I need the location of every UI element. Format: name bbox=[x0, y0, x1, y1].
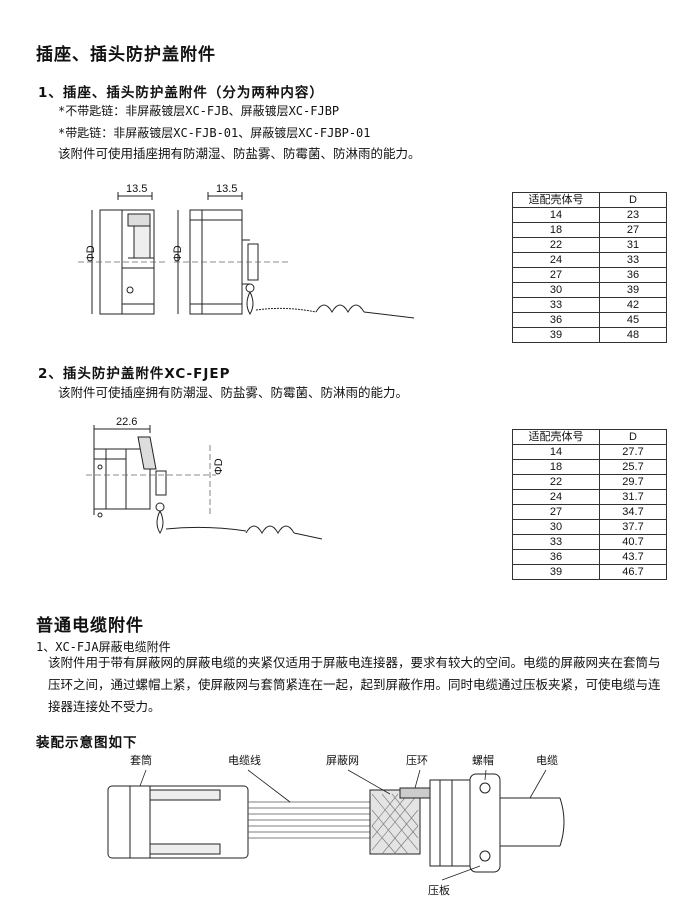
dim-left: 13.5 bbox=[126, 183, 147, 195]
item2-heading: 2、插头防护盖附件XC-FJEP bbox=[38, 366, 231, 382]
table-cell: 37.7 bbox=[599, 519, 667, 535]
table-header-cell: D bbox=[599, 429, 667, 445]
table-cell: 40.7 bbox=[599, 534, 667, 550]
label-sleeve: 套筒 bbox=[130, 753, 152, 767]
table-cell: 36 bbox=[512, 312, 600, 328]
label-ring: 压环 bbox=[406, 754, 428, 767]
table-cell: 14 bbox=[512, 207, 600, 223]
phi-left: ΦD bbox=[85, 245, 97, 262]
table-cell: 39 bbox=[512, 327, 600, 343]
label-wire: 电缆线 bbox=[228, 753, 261, 767]
section-title-cable-accessory: 普通电缆附件 bbox=[36, 616, 144, 636]
item1-heading: 1、插座、插头防护盖附件（分为两种内容） bbox=[38, 85, 324, 101]
assembly-drawing: 套筒 电缆线 屏蔽网 压环 螺帽 电缆 压板 bbox=[107, 753, 565, 897]
item2-description: 该附件可使插座拥有防潮湿、防盐雾、防霉菌、防淋雨的能力。 bbox=[58, 385, 409, 400]
table-cell: 27 bbox=[599, 222, 667, 238]
table-cell: 34.7 bbox=[599, 504, 667, 520]
cover-drawing-2: 22.6 ΦD bbox=[86, 416, 323, 540]
label-plate: 压板 bbox=[428, 883, 450, 897]
table-header-cell: D bbox=[599, 192, 667, 208]
table-cell: 33 bbox=[512, 534, 600, 550]
table-cell: 48 bbox=[599, 327, 667, 343]
table-cell: 31 bbox=[599, 237, 667, 253]
phi-right: ΦD bbox=[172, 245, 184, 262]
table-cell: 36 bbox=[599, 267, 667, 283]
table-cell: 29.7 bbox=[599, 474, 667, 490]
table-cell: 27.7 bbox=[599, 444, 667, 460]
table-cell: 39 bbox=[599, 282, 667, 298]
item1-line-with-chain: *带匙链：非屏蔽镀层XC-FJB-01、屏蔽镀层XC-FJBP-01 bbox=[58, 126, 371, 140]
table-cell: 18 bbox=[512, 459, 600, 475]
phi-d: ΦD bbox=[213, 458, 225, 475]
label-shield: 屏蔽网 bbox=[326, 754, 359, 767]
table-cell: 14 bbox=[512, 444, 600, 460]
table-cell: 33 bbox=[599, 252, 667, 268]
table-cell: 22 bbox=[512, 237, 600, 253]
table-cell: 30 bbox=[512, 282, 600, 298]
table-cell: 45 bbox=[599, 312, 667, 328]
label-nut: 螺帽 bbox=[472, 754, 494, 767]
item1-line-no-chain: *不带匙链：非屏蔽镀层XC-FJB、屏蔽镀层XC-FJBP bbox=[58, 104, 340, 118]
table-cell: 27 bbox=[512, 267, 600, 283]
table-cell: 18 bbox=[512, 222, 600, 238]
cable-item1-heading: 1、XC-FJA屏蔽电缆附件 bbox=[36, 640, 171, 654]
table-cell: 23 bbox=[599, 207, 667, 223]
table-cell: 24 bbox=[512, 252, 600, 268]
table-cell: 30 bbox=[512, 519, 600, 535]
table-cell: 36 bbox=[512, 549, 600, 565]
table-cell: 22 bbox=[512, 474, 600, 490]
item1-description: 该附件可使用插座拥有防潮湿、防盐雾、防霉菌、防淋雨的能力。 bbox=[58, 146, 421, 161]
table-cell: 24 bbox=[512, 489, 600, 505]
label-cable: 电缆 bbox=[536, 754, 558, 767]
table-cell: 39 bbox=[512, 564, 600, 580]
cover-drawing-1: 13.5 13.5 ΦD ΦD bbox=[78, 183, 415, 319]
table-cell: 25.7 bbox=[599, 459, 667, 475]
table-cell: 31.7 bbox=[599, 489, 667, 505]
cable-description: 该附件用于带有屏蔽网的屏蔽电缆的夹紧仅适用于屏蔽电连接器，要求有较大的空间。电缆… bbox=[48, 655, 661, 714]
table-cell: 33 bbox=[512, 297, 600, 313]
table-header-cell: 适配壳体号 bbox=[512, 192, 600, 208]
table-cell: 42 bbox=[599, 297, 667, 313]
table-cell: 27 bbox=[512, 504, 600, 520]
dim-22-6: 22.6 bbox=[116, 416, 137, 428]
assembly-title: 装配示意图如下 bbox=[36, 735, 138, 751]
dim-right: 13.5 bbox=[216, 183, 237, 195]
table-cell: 43.7 bbox=[599, 549, 667, 565]
table-header-cell: 适配壳体号 bbox=[512, 429, 600, 445]
section-title-protective-cover: 插座、插头防护盖附件 bbox=[36, 45, 216, 65]
table-cell: 46.7 bbox=[599, 564, 667, 580]
